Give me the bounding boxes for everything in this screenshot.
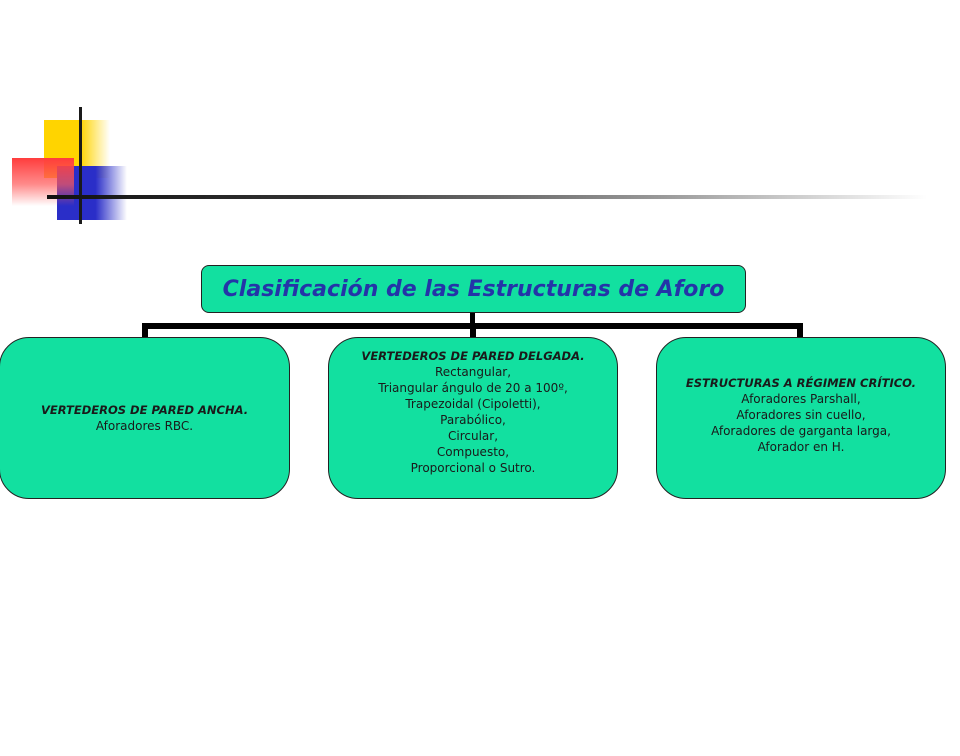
child-node-pared-delgada: VERTEDEROS DE PARED DELGADA. Rectangular… <box>328 337 618 499</box>
decorative-horizontal-line <box>47 195 927 199</box>
child-line: Aforadores Parshall, <box>741 392 861 406</box>
child-line: Triangular ángulo de 20 a 100º, <box>378 381 568 395</box>
connector-trunk <box>470 313 475 326</box>
child-line: Trapezoidal (Cipoletti), <box>405 397 541 411</box>
child-line: Circular, <box>447 429 499 443</box>
child-heading: VERTEDEROS DE PARED DELGADA. <box>361 349 585 363</box>
root-title: Clasificación de las Estructuras de Afor… <box>222 276 725 302</box>
child-line: Compuesto, <box>436 445 510 459</box>
connector-left <box>142 323 148 337</box>
connector-right <box>797 323 803 337</box>
connector-middle <box>470 323 476 337</box>
child-heading: VERTEDEROS DE PARED ANCHA. <box>40 403 249 417</box>
child-node-pared-ancha: VERTEDEROS DE PARED ANCHA. Aforadores RB… <box>0 337 290 499</box>
child-line: Parabólico, <box>440 413 506 427</box>
child-line: Aforadores RBC. <box>95 419 194 433</box>
child-line: Aforadores sin cuello, <box>736 408 866 422</box>
child-line: Aforadores de garganta larga, <box>711 424 891 438</box>
child-line: Aforador en H. <box>757 440 845 454</box>
child-line: Rectangular, <box>434 365 512 379</box>
decorative-vertical-line <box>79 107 82 224</box>
root-node: Clasificación de las Estructuras de Afor… <box>201 265 746 313</box>
child-heading: ESTRUCTURAS A RÉGIMEN CRÍTICO. <box>685 376 917 390</box>
child-node-regimen-critico: ESTRUCTURAS A RÉGIMEN CRÍTICO. Aforadore… <box>656 337 946 499</box>
child-line: Proporcional o Sutro. <box>410 461 536 475</box>
